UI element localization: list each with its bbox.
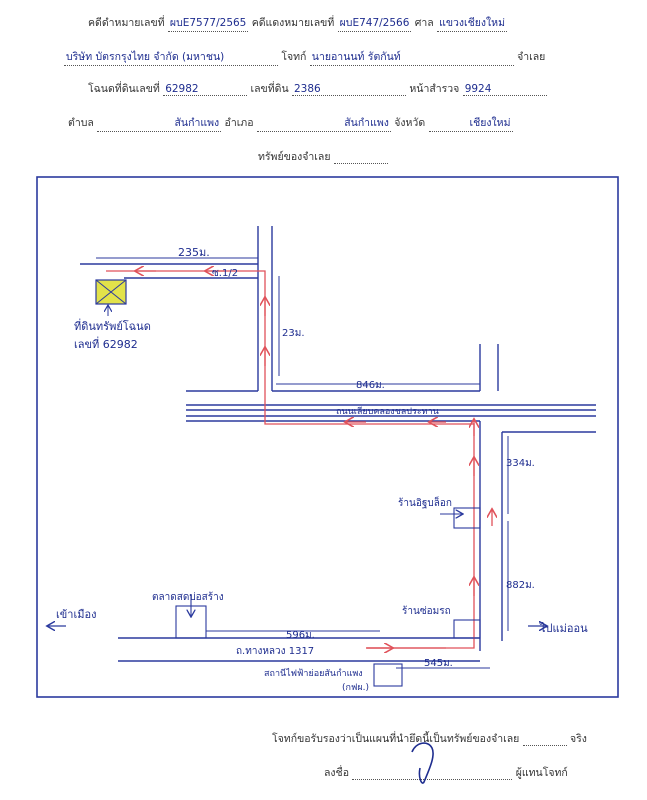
province: เชียงใหม่ — [428, 114, 513, 132]
subdistrict: สันกำแพง — [97, 114, 222, 132]
label-dist-334: 334ม. — [506, 458, 535, 469]
header-line-1: คดีดำหมายเลขที่ ผบE7577/2565 คดีแดงหมายเ… — [88, 14, 508, 32]
roads — [80, 226, 596, 662]
case-black-label: คดีดำหมายเลขที่ — [88, 17, 165, 29]
case-black-no: ผบE7577/2565 — [167, 14, 249, 32]
defendant-company: บริษัท บัตรกรุงไทย จำกัด (มหาชน) — [64, 48, 278, 66]
court-name: แขวงเชียงใหม่ — [437, 14, 508, 32]
repair-marker — [453, 619, 481, 639]
route-line — [106, 270, 475, 649]
signature-scribble — [411, 742, 434, 784]
dimensions — [96, 257, 509, 669]
power-station-marker — [373, 663, 403, 687]
map-frame — [36, 176, 619, 698]
label-canal-road: ถนนเลียบคลองชลประทาน — [336, 406, 439, 417]
label-parcel-no: เลขที่ 62982 — [74, 336, 138, 351]
case-red-no: ผบE747/2566 — [337, 14, 412, 32]
label-soi: ซ.1/2 — [212, 268, 238, 279]
province-label: จังหวัด — [394, 117, 426, 129]
header-line-2: บริษัท บัตรกรุงไทย จำกัด (มหาชน) โจทก์ น… — [64, 48, 545, 66]
subdistrict-label: ตำบล — [68, 117, 94, 129]
defendant-label: จำเลย — [517, 51, 546, 63]
survey-no: 9924 — [462, 83, 547, 96]
deed-no: 62982 — [163, 83, 248, 96]
shop-marker — [440, 507, 481, 529]
certify-text: โจทก์ขอรับรองว่าเป็นแผนที่นำยึดนี้เป็นทร… — [272, 733, 520, 745]
plaintiff-label: โจทก์ — [281, 51, 307, 63]
label-parcel: ที่ดินทรัพย์โฉนด — [74, 318, 151, 333]
label-repair: ร้านซ่อมรถ — [402, 605, 451, 617]
signature-line: ลงชื่อ ผู้แทนโจทก์ — [324, 764, 568, 781]
case-red-label: คดีแดงหมายเลขที่ — [251, 17, 335, 29]
market-marker — [175, 594, 207, 639]
label-dist-882: 882ม. — [506, 580, 535, 591]
label-highway: ถ.ทางหลวง 1317 — [236, 646, 314, 657]
district: สันกำแพง — [256, 114, 391, 132]
land-no-label: เลขที่ดิน — [250, 83, 289, 95]
parcel-marker — [95, 279, 127, 316]
route-arrows — [106, 271, 492, 648]
label-power-station: สถานีไฟฟ้าย่อยสันกำแพง — [264, 668, 363, 679]
certify-line: โจทก์ขอรับรองว่าเป็นแผนที่นำยึดนี้เป็นทร… — [272, 730, 587, 747]
deed-label: โฉนดที่ดินเลขที่ — [88, 83, 160, 95]
header-line-5: ทรัพย์ของจำเลย — [258, 148, 388, 165]
survey-label: หน้าสำรวจ — [409, 83, 460, 95]
defendant-person: นายอานนท์ รัตกันท์ — [309, 48, 514, 66]
true-label: จริง — [570, 733, 587, 745]
court-label: ศาล — [414, 17, 434, 29]
header-line-3: โฉนดที่ดินเลขที่ 62982 เลขที่ดิน 2386 หน… — [88, 80, 547, 97]
sign-label: ลงชื่อ — [324, 767, 349, 779]
label-dist-545: 545ม. — [424, 658, 453, 669]
label-dist-23: 23ม. — [282, 328, 305, 339]
label-market: ตลาดสดบ่อสร้าง — [152, 591, 224, 603]
property-label: ทรัพย์ของจำเลย — [258, 151, 331, 163]
label-to-maeon: ไปแม่ออน — [539, 622, 588, 635]
label-dist-235: 235ม. — [178, 246, 210, 259]
location-map: ที่ดินทรัพย์โฉนด เลขที่ 62982 235ม. ซ.1/… — [36, 176, 619, 698]
label-power-abbr: (กฟผ.) — [342, 683, 369, 693]
label-dist-846: 846ม. — [356, 380, 385, 391]
label-to-city: เข้าเมือง — [56, 608, 96, 621]
label-shop: ร้านอิฐบล็อก — [398, 495, 452, 509]
header-line-4: ตำบล สันกำแพง อำเภอ สันกำแพง จังหวัด เชี… — [68, 114, 513, 132]
district-label: อำเภอ — [224, 117, 254, 129]
rep-label: ผู้แทนโจทก์ — [515, 767, 568, 779]
label-dist-596: 596ม. — [286, 630, 315, 641]
land-no: 2386 — [292, 83, 406, 96]
